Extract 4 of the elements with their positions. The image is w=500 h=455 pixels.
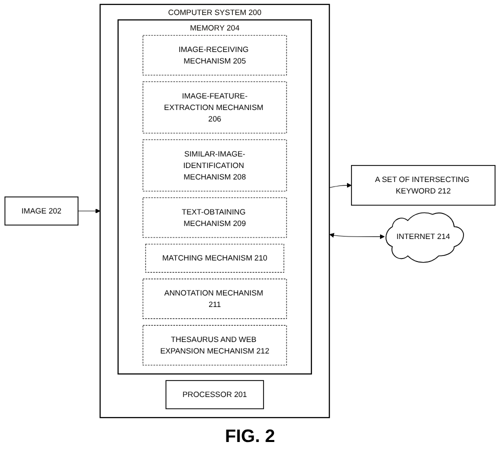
arrow [329, 182, 352, 188]
arrow [329, 232, 385, 240]
arrow [78, 208, 100, 214]
figure-caption: FIG. 2 [224, 426, 275, 447]
